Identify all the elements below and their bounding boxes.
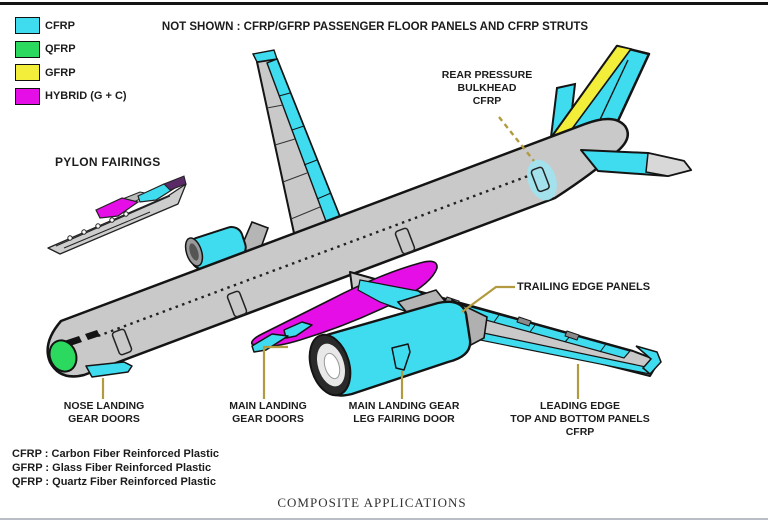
nose-landing-gear-doors-label: NOSE LANDING GEAR DOORS (43, 400, 165, 426)
bulkhead-dashed-leader (498, 116, 535, 162)
qfrp-swatch (15, 40, 40, 58)
label-line: LEG FAIRING DOOR (353, 413, 455, 425)
passenger-windows (97, 174, 529, 338)
legend-item-hybrid: HYBRID (G + C) (15, 87, 127, 105)
label-line: NOSE LANDING (63, 400, 145, 412)
pylon-fairings-drawing (47, 175, 187, 255)
legend-label: HYBRID (G + C) (45, 90, 127, 102)
legend-item-cfrp: CFRP (15, 17, 127, 34)
main-landing-gear-leg-fairing-door-label: MAIN LANDING GEAR LEG FAIRING DOOR (334, 400, 474, 426)
definition-gfrp: GFRP : Glass Fiber Reinforced Plastic (12, 461, 212, 474)
legend-item-gfrp: GFRP (15, 64, 127, 81)
legend-label: QFRP (45, 43, 76, 55)
pylon-fairings-label: PYLON FAIRINGS (55, 155, 161, 169)
leader-lines (101, 116, 580, 399)
label-line: CFRP (472, 95, 502, 107)
nose-landing-gear-door (85, 361, 133, 378)
label-line: GEAR DOORS (232, 413, 304, 425)
top-rule (0, 2, 768, 5)
label-line: CFRP (565, 426, 595, 438)
winglet (635, 345, 662, 376)
label-line: LEADING EDGE (540, 400, 620, 412)
gfrp-swatch (15, 64, 40, 81)
aircraft-fuselage (46, 117, 629, 378)
label-line: TOP AND BOTTOM PANELS (510, 413, 650, 425)
trailing-edge-panels-label: TRAILING EDGE PANELS (517, 281, 651, 293)
cfrp-swatch (15, 17, 40, 34)
far-wing-tip (251, 49, 278, 63)
main-landing-gear-doors-label: MAIN LANDING GEAR DOORS (207, 400, 329, 426)
rear-pressure-bulkhead-label: REAR PRESSURE BULKHEAD CFRP (417, 69, 557, 108)
not-shown-note: NOT SHOWN : CFRP/GFRP PASSENGER FLOOR PA… (161, 21, 589, 33)
hybrid-swatch (15, 87, 40, 105)
legend-label: GFRP (45, 66, 76, 79)
diagram-caption: COMPOSITE APPLICATIONS (277, 495, 467, 510)
material-legend: CFRP QFRP GFRP HYBRID (G + C) (15, 17, 127, 105)
fuselage-doors (111, 166, 550, 356)
label-line: MAIN LANDING (229, 400, 307, 412)
definition-cfrp: CFRP : Carbon Fiber Reinforced Plastic (12, 448, 220, 460)
main-landing-gear-leg-fairing-door (391, 343, 411, 371)
near-horizontal-stabilizer (580, 149, 693, 177)
leading-edge-panels-label: LEADING EDGE TOP AND BOTTOM PANELS CFRP (498, 400, 662, 439)
far-wing (251, 49, 345, 248)
label-line: BULKHEAD (457, 82, 517, 94)
nose-radome-qfrp (48, 339, 78, 373)
main-landing-gear-door-b (251, 333, 289, 353)
pylon-fairing-hybrid (95, 197, 140, 219)
definition-qfrp: QFRP : Quartz Fiber Reinforced Plastic (12, 475, 216, 488)
label-line: REAR PRESSURE (441, 69, 533, 81)
legend-label: CFRP (45, 19, 75, 32)
legend-item-qfrp: QFRP (15, 40, 127, 58)
label-line: MAIN LANDING GEAR (348, 400, 460, 412)
bottom-rule (0, 518, 768, 520)
label-line: GEAR DOORS (68, 413, 140, 425)
material-definitions: CFRP : Carbon Fiber Reinforced Plastic G… (12, 448, 219, 489)
